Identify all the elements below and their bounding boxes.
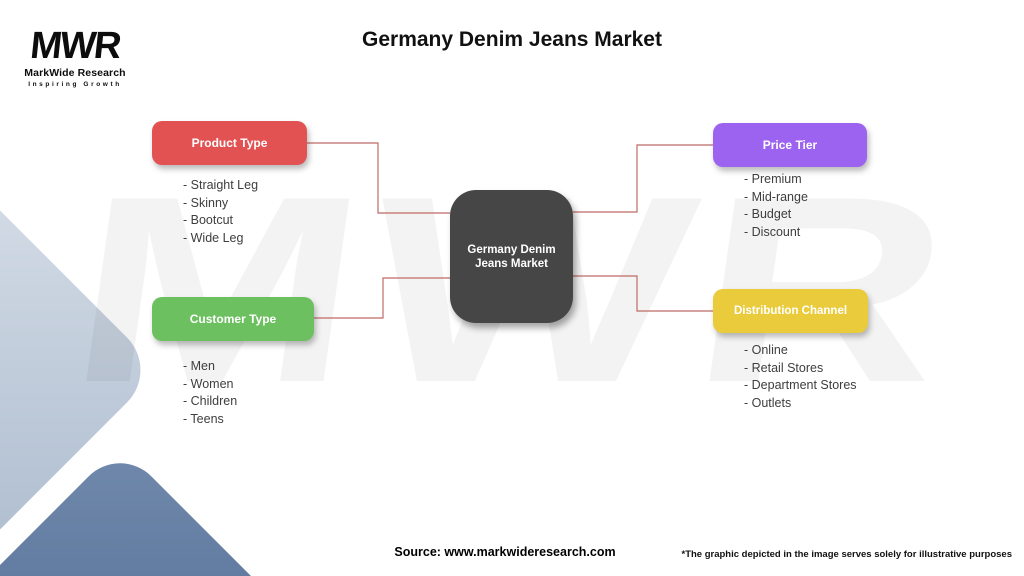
list-item: - Wide Leg (183, 230, 244, 245)
center-node-label-line1: Germany Denim (467, 243, 556, 256)
list-item: - Department Stores (744, 378, 857, 392)
page-title: Germany Denim Jeans Market (362, 28, 662, 51)
disclaimer-text: *The graphic depicted in the image serve… (681, 549, 1013, 560)
logo-company-name: MarkWide Research (24, 67, 126, 79)
list-item: - Budget (744, 207, 792, 221)
branch-box-price-tier: Price Tier (713, 123, 867, 167)
connector-price-tier (573, 144, 713, 213)
connector-product-type (307, 142, 450, 214)
logo-tagline: Inspiring Growth (28, 81, 122, 88)
connector-distribution-channel (573, 275, 713, 312)
branch-list-customer-type: - Men - Women - Children - Teens (183, 358, 237, 428)
branch-box-product-type: Product Type (152, 121, 307, 165)
center-node-market: Germany Denim Jeans Market (450, 190, 573, 323)
list-item: - Retail Stores (744, 360, 824, 375)
list-item: - Children (183, 394, 238, 408)
center-node-label-line2: Jeans Market (475, 257, 548, 270)
list-item: - Bootcut (183, 213, 234, 227)
list-item: - Straight Leg (183, 178, 259, 192)
branch-label-distribution-channel: Distribution Channel (733, 305, 848, 317)
list-item: - Premium (744, 172, 802, 186)
list-item: - Skinny (183, 195, 229, 210)
markwide-logo: MWR MarkWide Research Inspiring Growth (20, 25, 130, 88)
branch-list-product-type: - Straight Leg - Skinny - Bootcut - Wide… (183, 177, 258, 247)
connector-customer-type (314, 277, 450, 319)
branch-box-distribution-channel: Distribution Channel (713, 289, 868, 333)
list-item: - Discount (744, 224, 801, 239)
branch-label-price-tier: Price Tier (762, 138, 818, 152)
list-item: - Men (183, 359, 215, 373)
branch-list-distribution-channel: - Online - Retail Stores - Department St… (744, 342, 857, 412)
branch-label-customer-type: Customer Type (189, 312, 277, 326)
branch-list-price-tier: - Premium - Mid-range - Budget - Discoun… (744, 171, 808, 241)
branch-box-customer-type: Customer Type (152, 297, 314, 341)
list-item: - Online (744, 343, 788, 357)
source-text: Source: www.markwideresearch.com (394, 545, 616, 559)
list-item: - Women (183, 376, 234, 391)
branch-label-product-type: Product Type (191, 136, 268, 150)
list-item: - Mid-range (744, 189, 808, 204)
list-item: - Teens (183, 411, 224, 426)
list-item: - Outlets (744, 395, 792, 410)
